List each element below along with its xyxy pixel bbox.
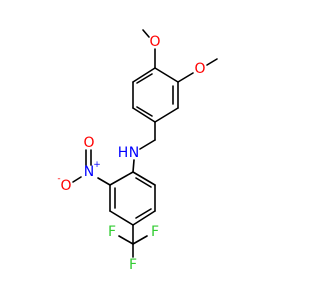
oxygen-nitro-top: O: [83, 135, 94, 151]
bond-nitro-o-left: [72, 176, 82, 183]
bond-o-right-methyl: [206, 58, 218, 66]
bond-ring1-1: [154, 67, 179, 83]
bond-ring1-4: [132, 107, 156, 123]
bond-ch2-n: [139, 139, 156, 150]
bond-ring2-double-a: [135, 177, 152, 188]
hydrogen-amine: H: [118, 145, 129, 161]
bond-methyl-top: [142, 29, 150, 38]
bond-ring1-double-c: [136, 73, 153, 84]
bond-ring2-4: [109, 210, 134, 226]
bond-cf3-f-left: [118, 235, 134, 245]
oxygen-nitro-left: O: [60, 178, 71, 194]
fluorine-bottom: F: [129, 257, 137, 273]
nitro-positive-charge: +: [93, 160, 101, 170]
bond-cf3-f-right: [132, 235, 148, 245]
bond-ring-o-right: [177, 72, 194, 83]
nitro-negative-charge: -: [57, 174, 60, 184]
bond-ring-nitro: [97, 177, 111, 186]
nitrogen-amine: N: [129, 145, 139, 161]
nitrogen-nitro: N: [84, 164, 94, 180]
bond-n-ring2: [132, 159, 135, 173]
bond-ring2-1: [132, 171, 156, 186]
bond-ring1-6: [132, 67, 156, 83]
oxygen-methoxy-right: O: [194, 61, 205, 77]
bond-ring2-3: [132, 210, 156, 226]
oxygen-methoxy-top: O: [149, 34, 160, 50]
atom-labels: O O N H N + O O - F F F: [57, 34, 205, 273]
bonds: [72, 29, 218, 258]
structure-canvas: O O N H N + O O - F F F: [57, 29, 218, 273]
bond-ring2-6: [109, 171, 134, 186]
bond-ring2-double-b: [135, 208, 152, 219]
molecule-structure: O O N H N + O O - F F F: [57, 29, 218, 273]
bond-ring1-3: [154, 107, 179, 123]
bond-ring1-double-b: [136, 106, 153, 117]
fluorine-right: F: [151, 224, 159, 240]
fluorine-left: F: [108, 224, 116, 240]
